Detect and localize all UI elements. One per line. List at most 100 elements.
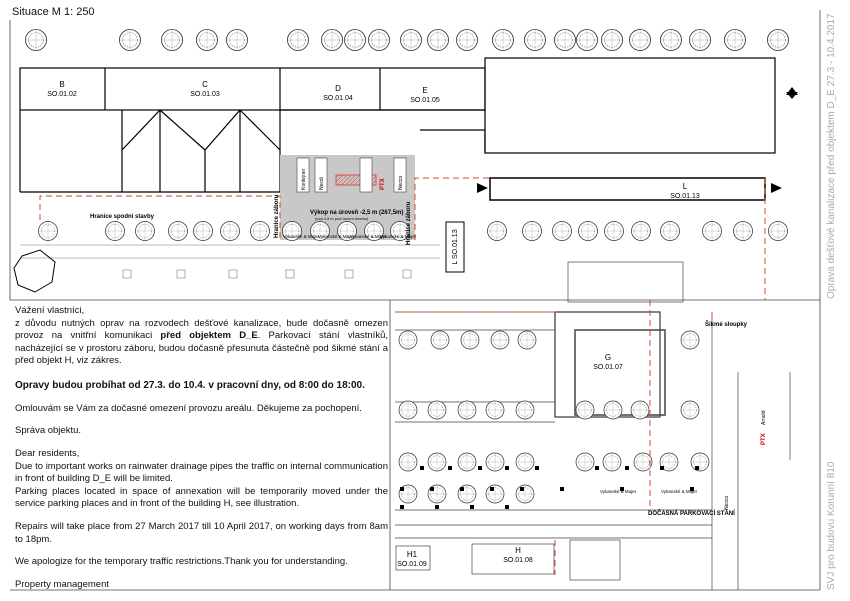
tree-icon: [767, 29, 789, 51]
en-greeting: Dear residents,: [15, 448, 80, 459]
tree-icon: [196, 29, 218, 51]
parking-marker: [660, 466, 664, 470]
tree-icon: [398, 330, 418, 350]
tree-icon: [690, 452, 710, 472]
tree-icon: [398, 400, 418, 420]
tree-icon: [492, 29, 514, 51]
cz-p1-bold: před objektem D_E: [160, 330, 258, 342]
tree-icon: [368, 29, 390, 51]
label-kontejner: Kontejner: [301, 168, 307, 190]
building-h1-letter: H1: [407, 550, 418, 559]
tree-icon: [578, 221, 598, 241]
parking-marker: [690, 487, 694, 491]
tree-icon: [680, 400, 700, 420]
tree-icon: [768, 221, 788, 241]
tree-icon: [702, 221, 722, 241]
tree-icon: [490, 330, 510, 350]
tree-icon: [485, 452, 505, 472]
parking-markers: [400, 466, 699, 509]
parking-marker: [490, 487, 494, 491]
side-title-bottom: SVJ pro budovu Korunní 810: [826, 461, 837, 590]
annotations: Hranice spodní stavby Hranice záboru Hra…: [90, 168, 767, 517]
tree-icon: [344, 29, 366, 51]
tree-icon: [576, 29, 598, 51]
tree-icon: [457, 400, 477, 420]
tree-icon: [630, 400, 650, 420]
tree-icon: [515, 452, 535, 472]
tree-icon: [522, 221, 542, 241]
parking-marker: [520, 487, 524, 491]
tree-icon: [601, 29, 623, 51]
top-buildings: [19, 57, 776, 193]
label-hranice-zaboru-right: Hranice záboru: [406, 201, 412, 245]
label-hranice-spodni: Hranice spodní stavby: [90, 214, 155, 220]
building-e-code: SO.01.05: [410, 97, 440, 104]
en-p2: Parking places located in space of annex…: [15, 485, 388, 510]
frame: [9, 10, 821, 591]
parking-marker: [535, 466, 539, 470]
tree-icon: [485, 484, 505, 504]
label-sikmne-sloupky: Šikmé sloupky: [705, 320, 748, 328]
tree-icon: [485, 400, 505, 420]
lower-right-area: [395, 261, 791, 590]
tree-icon: [631, 221, 651, 241]
en-signature: Property management: [15, 578, 109, 590]
tree-icon: [629, 29, 651, 51]
label-ptx-right: PTX: [761, 433, 767, 445]
tree-icon: [287, 29, 309, 51]
tree-icon: [250, 221, 270, 241]
tree-icon: [733, 221, 753, 241]
parking-marker: [695, 466, 699, 470]
label-necco: Necco: [398, 176, 404, 190]
label-vykop: Výkop na úroveň -2,5 m (267,5m): [310, 210, 403, 216]
tree-icon: [168, 221, 188, 241]
parking-marker: [470, 505, 474, 509]
tree-icon: [515, 400, 535, 420]
english-notice: Dear residents, Due to important works o…: [15, 448, 388, 591]
building-l-code: SO.01.13: [670, 193, 700, 200]
czech-notice: Vážení vlastníci, z důvodu nutných oprav…: [15, 305, 388, 438]
label-hranice-zaboru-left: Hranice záboru: [274, 194, 280, 238]
tree-icon: [398, 452, 418, 472]
scale-title: Situace M 1: 250: [12, 6, 95, 18]
tree-icon: [689, 29, 711, 51]
building-b-code: SO.01.02: [47, 91, 77, 98]
label-vykanske-1: Vykanské & Majer: [283, 234, 320, 239]
building-h-letter: H: [515, 546, 521, 555]
tree-icon: [515, 484, 535, 504]
tree-icon: [220, 221, 240, 241]
tree-icon: [633, 452, 653, 472]
tree-icon: [226, 29, 248, 51]
building-d-code: SO.01.04: [323, 95, 353, 102]
tree-icon: [38, 221, 58, 241]
tree-icon: [430, 330, 450, 350]
building-c-code: SO.01.03: [190, 91, 220, 98]
cz-hours: Opravy budou probíhat od 27.3. do 10.4. …: [15, 379, 365, 391]
label-necdi: Necdi: [319, 177, 325, 190]
building-d-letter: D: [335, 84, 341, 93]
cz-apology: Omlouvám se Vám za dočasné omezení provo…: [15, 402, 362, 414]
en-p1: Due to important works on rainwater drai…: [15, 460, 388, 485]
trees-top: [25, 29, 789, 51]
tree-icon: [724, 29, 746, 51]
cz-signature: Správa objektu.: [15, 425, 82, 437]
parking-marker: [460, 487, 464, 491]
tree-icon: [575, 452, 595, 472]
tree-icon: [456, 29, 478, 51]
parking-marker: [505, 466, 509, 470]
tree-icon: [602, 452, 622, 472]
tree-icon: [119, 29, 141, 51]
en-repairs: Repairs will take place from 27 March 20…: [15, 520, 388, 545]
building-l-small-label: L SO.01.13: [452, 229, 459, 264]
cz-greeting: Vážení vlastníci,: [15, 305, 85, 316]
label-necco-right: Necco: [724, 496, 730, 510]
tree-icon: [604, 221, 624, 241]
parking-marker: [448, 466, 452, 470]
building-h1-code: SO.01.09: [397, 561, 427, 568]
label-arnold: Arnold: [761, 410, 767, 425]
parking-marker: [595, 466, 599, 470]
tree-icon: [25, 29, 47, 51]
tree-icon: [680, 330, 700, 350]
parking-marker: [560, 487, 564, 491]
tree-icon: [427, 452, 447, 472]
